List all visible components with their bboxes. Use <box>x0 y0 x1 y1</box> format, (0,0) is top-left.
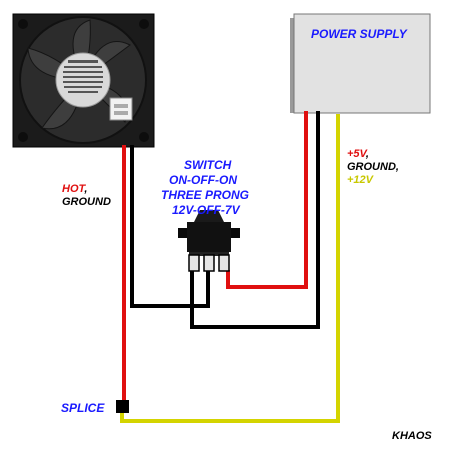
power-supply-label: POWER SUPPLY <box>311 27 407 41</box>
splice-label: SPLICE <box>61 401 105 415</box>
switch-label-line-3: THREE PRONG <box>161 188 250 202</box>
toggle-switch-icon <box>178 210 240 272</box>
splice-node-icon <box>116 400 129 413</box>
switch-label-line-4: 12V-OFF-7V <box>172 203 240 217</box>
plus-5v-text: +5V <box>347 148 366 160</box>
fan-ground-text: GROUND <box>62 196 111 208</box>
psu-ground-wire <box>190 111 320 329</box>
switch-label-line-2: ON-OFF-ON <box>169 173 237 187</box>
psu-ground-text: GROUND, <box>347 161 399 173</box>
psu-wire-label: +5V, GROUND, +12V <box>347 148 399 187</box>
psu-12v-wire <box>120 114 340 423</box>
switch-label-line-1: SWITCH <box>184 158 232 172</box>
plus-12v-text: +12V <box>347 174 373 186</box>
fan-ground-wire <box>130 145 210 308</box>
author-label: KHAOS <box>392 430 432 442</box>
hot-comma-text: , <box>84 183 88 195</box>
fan-wire-label: HOT, GROUND <box>62 183 111 209</box>
cooling-fan-icon <box>12 13 155 148</box>
psu-5v-wire <box>226 111 308 289</box>
hot-text: HOT <box>62 183 85 195</box>
power-supply-box <box>290 13 431 114</box>
plus-5v-comma-text: , <box>365 148 369 160</box>
